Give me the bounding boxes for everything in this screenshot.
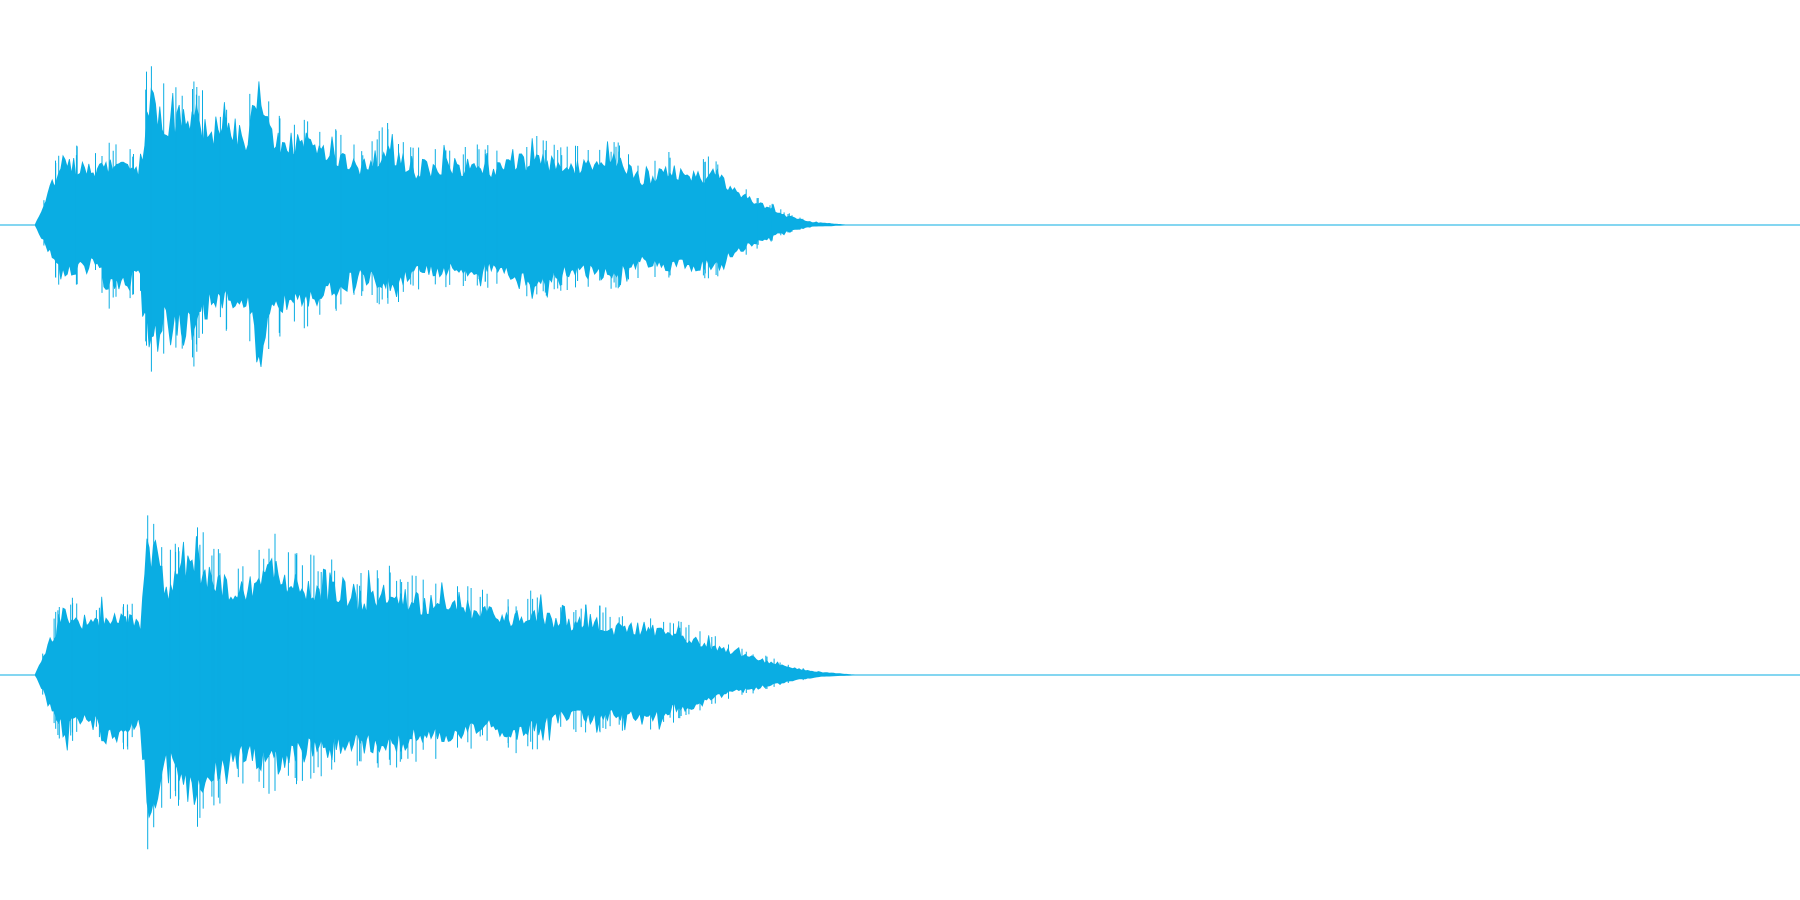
channel-layer [0,66,1800,850]
channel-2-waveform-shape [34,536,1800,819]
channel-2-waveform [0,515,1800,850]
channel-1-waveform [0,66,1800,372]
